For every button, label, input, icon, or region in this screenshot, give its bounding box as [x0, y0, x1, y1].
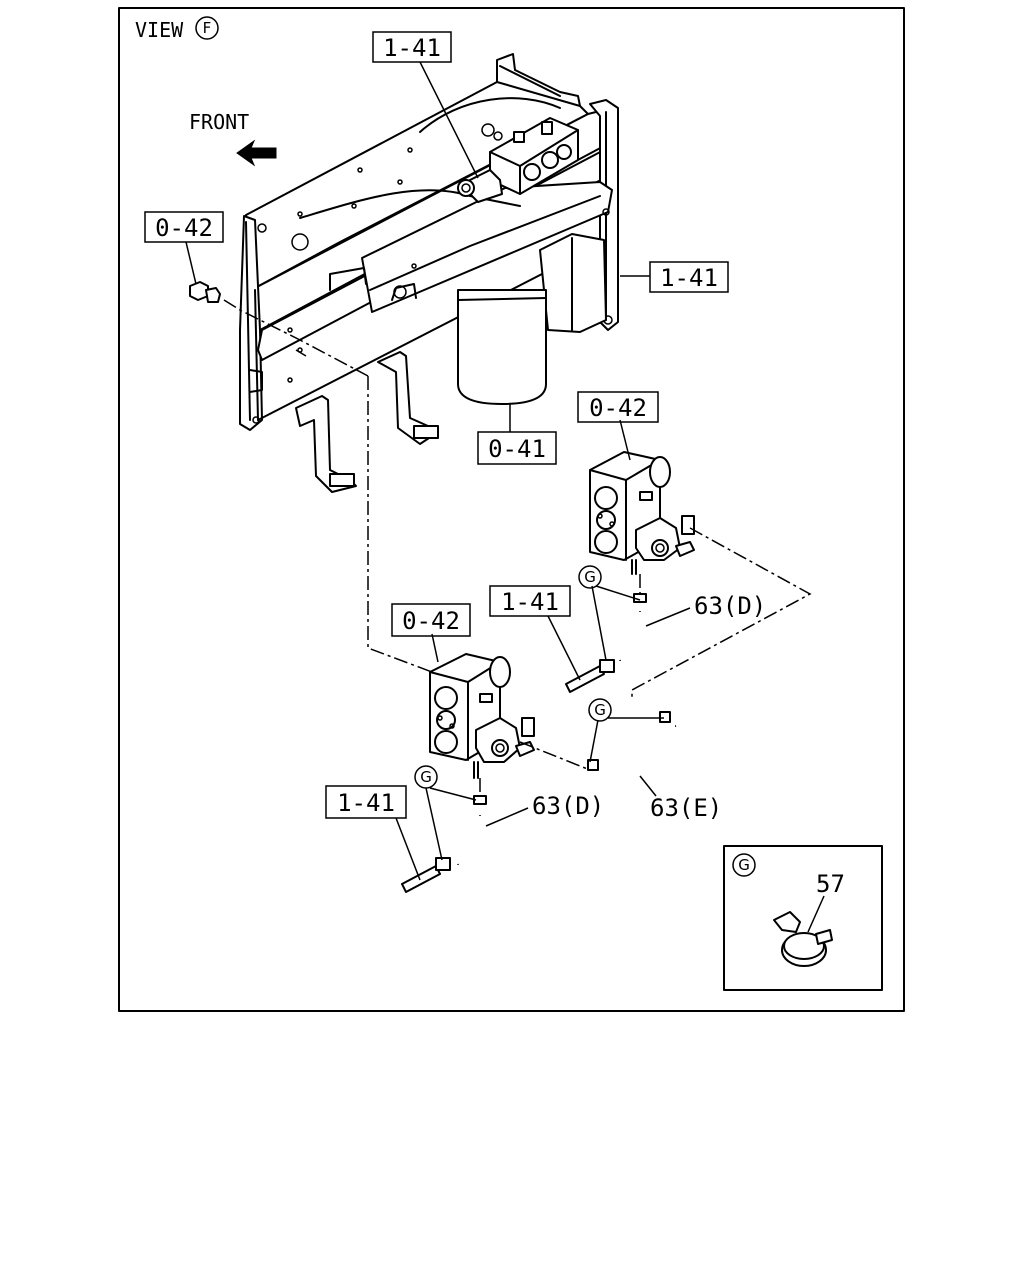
svg-text:1-41: 1-41 [660, 264, 718, 292]
svg-text:G: G [584, 568, 596, 586]
left-valve-block [429, 653, 535, 779]
callout-right-block: 0-42 [577, 391, 659, 423]
callout-mid-pipe: 1-41 [489, 585, 571, 617]
svg-text:1-41: 1-41 [383, 34, 441, 62]
svg-text:0-42: 0-42 [155, 214, 213, 242]
view-marker-letter: F [203, 19, 212, 37]
right-valve-block [589, 451, 695, 575]
hose-d-upper [617, 593, 647, 661]
clamp-marker-upper: G [578, 565, 602, 589]
callout-right-frame: 1-41 [649, 261, 729, 293]
front-arrow-icon [236, 139, 277, 167]
callout-top-valve: 1-41 [372, 31, 452, 63]
frame-assembly [239, 53, 619, 493]
svg-text:0-42: 0-42 [402, 607, 460, 635]
view-marker-circle [195, 16, 219, 40]
top-valve [457, 117, 579, 203]
callout-bottom-pipe: 1-41 [325, 785, 407, 819]
hose-clamp-icon [773, 911, 833, 967]
hose-label-d-lower: 63(D) [532, 792, 604, 820]
svg-text:G: G [594, 701, 606, 719]
mount-bolt [189, 281, 221, 303]
detail-marker: G [738, 856, 750, 874]
diagram-border [118, 7, 905, 1012]
pipe-mid [565, 659, 615, 693]
svg-text:1-41: 1-41 [337, 789, 395, 817]
view-label: VIEW [135, 18, 184, 42]
hose-d-lower [455, 795, 487, 865]
svg-text:0-41: 0-41 [488, 435, 546, 463]
detail-part-number: 57 [816, 870, 845, 898]
svg-text:G: G [420, 768, 432, 786]
svg-text:0-42: 0-42 [589, 394, 647, 422]
clamp-marker-middle: G [588, 698, 612, 722]
callout-left-block: 0-42 [391, 603, 471, 637]
assembly-lines [223, 299, 812, 796]
hose-label-d-upper: 63(D) [694, 592, 766, 620]
svg-text:1-41: 1-41 [501, 588, 559, 616]
clamp-marker-lower: G [414, 765, 438, 789]
hose-e [587, 711, 698, 781]
tank [457, 289, 547, 405]
pipe-bottom [401, 857, 451, 893]
callout-tank: 0-41 [477, 431, 557, 465]
callout-left-bolt: 0-42 [144, 211, 224, 243]
front-label: FRONT [189, 110, 249, 134]
detail-inset: G 57 [723, 845, 883, 991]
hose-label-e: 63(E) [650, 794, 722, 822]
leader-lines [185, 61, 691, 881]
